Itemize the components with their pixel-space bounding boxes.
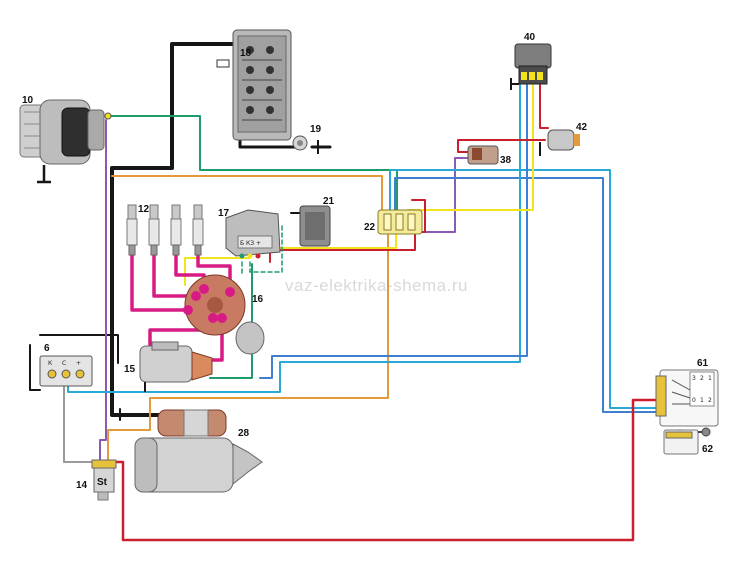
- commutator-number: 17: [218, 208, 230, 219]
- switch-contact: 2: [708, 397, 712, 404]
- key-connector-number: 62: [702, 444, 714, 455]
- regulator-terminal-k: К: [48, 360, 53, 367]
- sensor-number: 19: [310, 124, 322, 135]
- starter: 28: [134, 409, 263, 493]
- switch-contact: 1: [700, 397, 704, 404]
- ignition-switch-number: 61: [697, 358, 709, 369]
- starter-relay-number: 14: [76, 480, 88, 491]
- spark-plug: [126, 204, 138, 256]
- distributor-number: 16: [252, 294, 264, 305]
- switch-contact: 2: [700, 375, 704, 382]
- battery: 18: [216, 29, 292, 141]
- commutator: Б КЗ + 17: [218, 208, 281, 259]
- sensor: 19: [292, 124, 322, 154]
- ignition-unit: 21: [299, 196, 335, 247]
- alternator: 10: [19, 95, 112, 184]
- switch-contact: 3: [692, 375, 696, 382]
- alternator-number: 10: [22, 95, 34, 106]
- distributor: 16: [183, 274, 265, 355]
- light-number: 42: [576, 122, 588, 133]
- fuse-block: 22: [364, 209, 423, 235]
- starter-number: 28: [238, 428, 250, 439]
- spark-plug: [192, 204, 204, 256]
- spark-plugs-number: 12: [138, 204, 150, 215]
- switch-contact: 0: [692, 397, 696, 404]
- ignition-coil-number: 15: [124, 364, 136, 375]
- fuse-block-number: 22: [364, 222, 376, 233]
- ignition-unit-number: 21: [323, 196, 335, 207]
- instrument-unit-number: 40: [524, 32, 536, 43]
- spark-plug: [148, 204, 160, 256]
- battery-number: 18: [240, 48, 252, 59]
- voltage-regulator-switch: К С + 6: [39, 343, 93, 387]
- switch-contact: 1: [708, 375, 712, 382]
- wires: [29, 42, 681, 542]
- ignition-coil: 15: [124, 341, 213, 392]
- starter-relay-mark: St: [97, 477, 108, 488]
- ignition-switch: 3 2 1 0 1 2 61: [655, 358, 719, 427]
- regulator-terminal-plus: +: [76, 360, 81, 367]
- instrument-unit: 40: [510, 32, 552, 90]
- key-connector: 62: [663, 427, 714, 455]
- starter-relay: St 14: [76, 459, 117, 501]
- spark-plug: [170, 204, 182, 256]
- commutator-terminals: Б КЗ +: [240, 240, 261, 247]
- watermark: vaz-elektrika-shema.ru: [285, 276, 468, 295]
- light: 42: [539, 122, 588, 156]
- regulator-terminal-c: С: [62, 360, 66, 367]
- spark-plugs: 12: [126, 204, 204, 256]
- relay: 38: [467, 145, 512, 166]
- relay-number: 38: [500, 155, 512, 166]
- regulator-number: 6: [44, 343, 50, 354]
